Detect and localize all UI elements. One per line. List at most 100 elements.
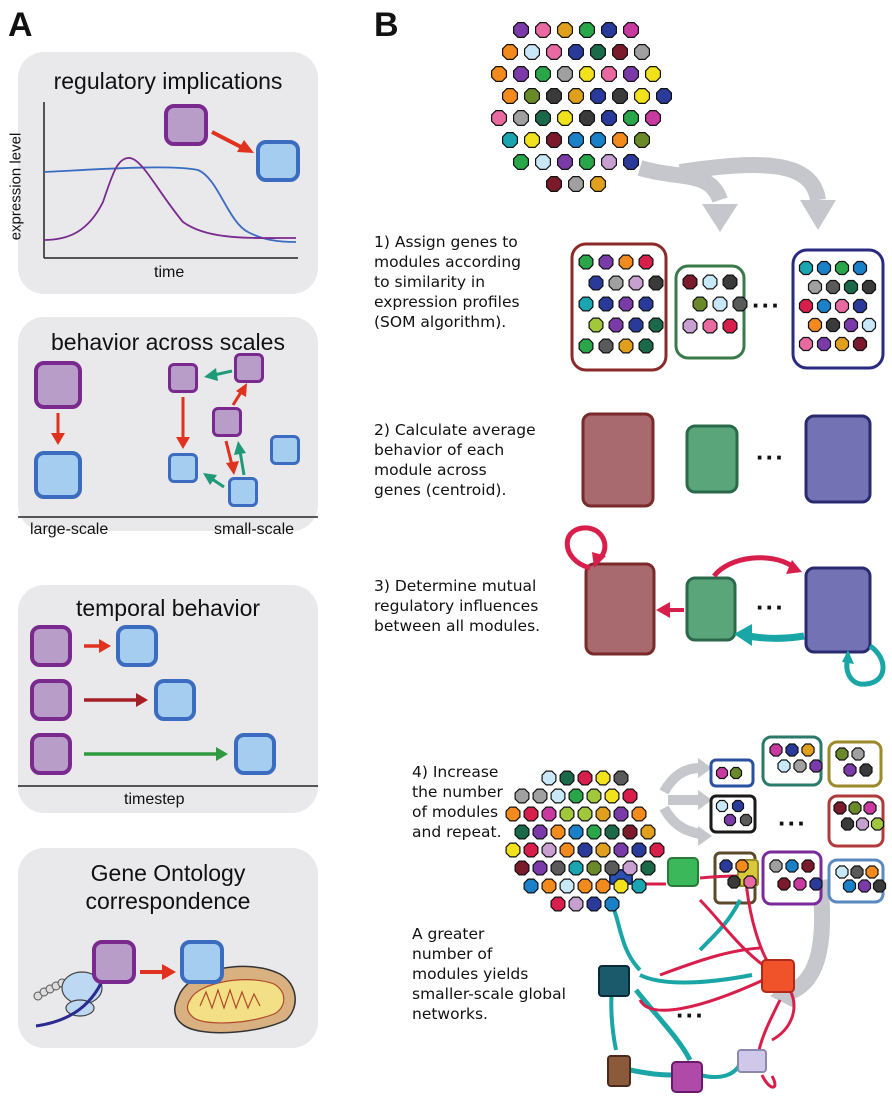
temporal-behavior-title: temporal behavior <box>75 595 261 621</box>
gene-dot <box>491 109 507 127</box>
gene-dot <box>816 260 832 276</box>
gene-dot <box>604 788 620 804</box>
step-1-text: 1) Assign genes to modules according to … <box>374 233 522 331</box>
gene-dot <box>644 65 662 83</box>
gene-dot <box>577 770 593 786</box>
gene-dot <box>595 806 611 822</box>
gene-dot <box>512 154 530 170</box>
timestep-label: timestep <box>124 791 185 808</box>
gene-dot <box>595 878 611 894</box>
network-size-note: A greater number of modules yields small… <box>412 925 566 1023</box>
gene-dot <box>611 132 629 148</box>
gene-dot <box>523 132 541 148</box>
gene-dot <box>855 817 870 831</box>
gene-dot <box>842 879 857 893</box>
purple-expression-curve <box>43 157 297 241</box>
gene-dot <box>739 813 753 827</box>
centroid-red <box>581 412 655 508</box>
gene-dot <box>550 824 566 840</box>
gene-dot <box>793 759 807 773</box>
network-module-blue <box>804 566 872 654</box>
gene-dot <box>613 842 629 858</box>
gene-dot <box>541 878 557 894</box>
gene-dot <box>723 813 737 827</box>
gene-dot <box>863 801 877 815</box>
gene-dot <box>514 824 530 840</box>
gene-dot <box>825 279 841 295</box>
gene-dot <box>722 274 738 290</box>
gene-dot <box>559 806 575 822</box>
large-scale-target-square <box>34 451 82 499</box>
gene-dot <box>545 132 563 148</box>
gene-dot <box>835 747 849 761</box>
scales-arrows <box>18 368 318 518</box>
gene-dot <box>589 132 607 148</box>
gene-dot <box>840 817 855 831</box>
timestep-2-regulator <box>30 679 72 721</box>
gene-dot <box>600 109 618 127</box>
gene-dot <box>578 254 594 270</box>
gene-dot <box>534 109 552 127</box>
gene-dot <box>743 875 757 889</box>
gene-dot <box>644 109 662 127</box>
gene-dot <box>727 875 741 889</box>
expression-plot <box>43 102 298 259</box>
gene-dot <box>550 788 566 804</box>
centroid-green <box>685 424 739 494</box>
gene-dot <box>622 824 638 840</box>
gene-dot <box>586 788 602 804</box>
gene-dot <box>848 801 862 815</box>
ellipsis-step1: ··· <box>752 290 781 320</box>
network-module-green <box>685 576 737 642</box>
small-scale-square-2 <box>234 353 264 383</box>
timestep-3-target <box>234 733 276 775</box>
step-4-text: 4) Increase the number of modules and re… <box>412 763 503 841</box>
gene-dot <box>622 154 640 170</box>
gene-dot <box>578 154 596 170</box>
gene-dot <box>608 317 624 333</box>
gene-dot <box>843 279 859 295</box>
gene-dot <box>577 806 593 822</box>
centroid-blue <box>804 414 872 504</box>
ellipsis-step3: ··· <box>756 592 785 622</box>
gene-dot <box>712 296 728 312</box>
gene-dot <box>834 298 850 314</box>
large-scale-regulator-square <box>34 361 82 409</box>
gene-dot <box>655 87 673 105</box>
gene-dot <box>568 788 584 804</box>
gene-dot <box>545 176 563 192</box>
gene-dot <box>588 317 604 333</box>
gene-dot <box>622 860 638 876</box>
panel-a-label: A <box>8 6 33 44</box>
gene-dot <box>577 878 593 894</box>
gene-dot <box>648 317 664 333</box>
gene-ontology-title-line2: correspondence <box>85 888 251 914</box>
regulatory-implications-title: regulatory implications <box>53 68 283 94</box>
gene-dot <box>534 22 552 39</box>
global-network <box>598 857 796 1093</box>
gene-dot <box>588 275 604 291</box>
gene-dot <box>534 154 552 170</box>
ellipsis-step4: ··· <box>778 808 807 838</box>
gene-dot <box>608 275 624 291</box>
gene-dot <box>491 65 507 83</box>
gene-dot <box>834 336 850 352</box>
gene-dot <box>541 806 557 822</box>
gene-dot <box>600 65 618 83</box>
gene-dot <box>556 22 574 39</box>
gene-dot <box>622 22 640 39</box>
gene-dot <box>611 43 629 61</box>
gene-dot <box>604 860 620 876</box>
gene-dot <box>638 338 654 354</box>
temporal-arrows <box>18 639 318 787</box>
behavior-across-scales-title: behavior across scales <box>51 329 285 355</box>
gene-dot <box>534 65 552 83</box>
gene-dot <box>512 65 530 83</box>
gene-dot <box>633 43 651 61</box>
gene-dot <box>816 298 832 314</box>
behavior-across-scales-panel: behavior across scales large-scale small… <box>18 317 318 538</box>
panel-b-label: B <box>374 6 399 44</box>
gene-dot <box>532 788 548 804</box>
gene-dot <box>638 254 654 270</box>
